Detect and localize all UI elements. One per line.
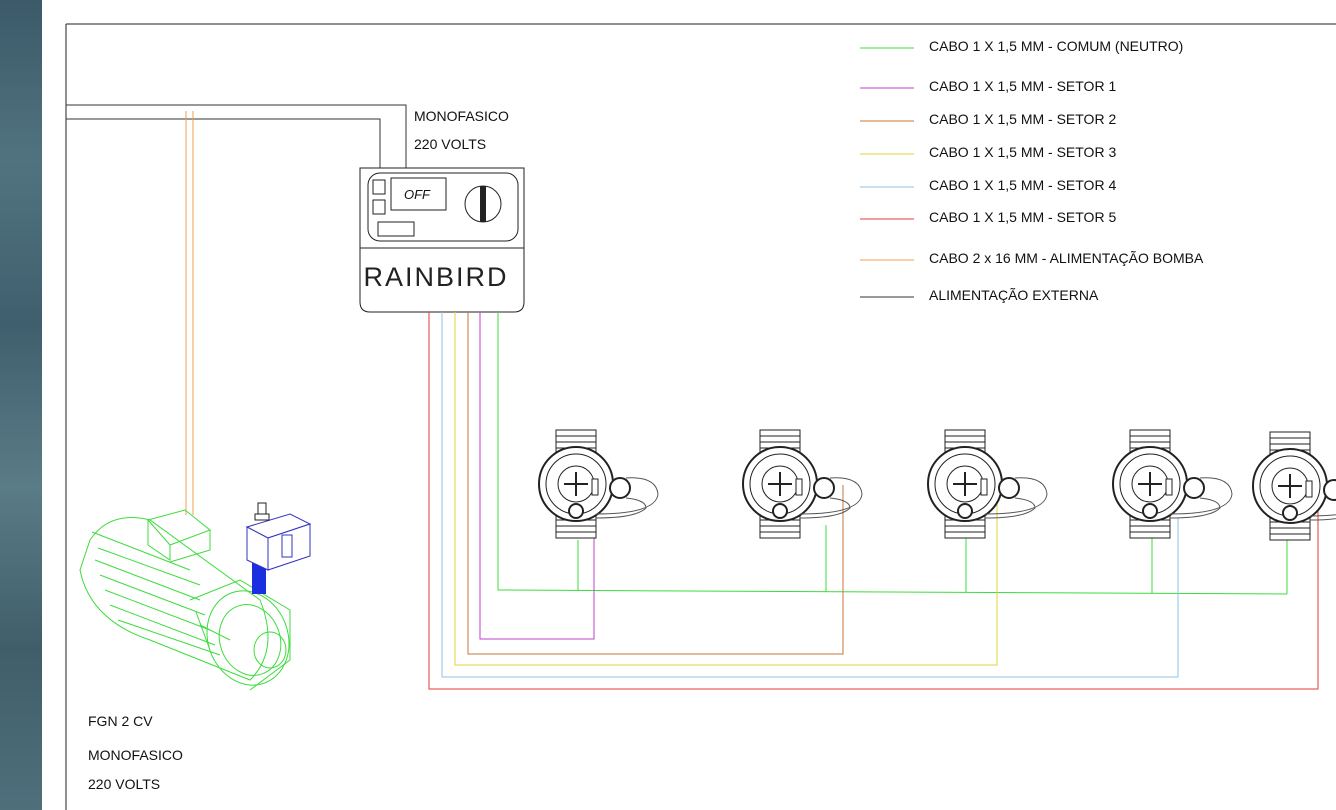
power-label-voltage: 220 VOLTS: [414, 136, 486, 152]
legend-item-external: ALIMENTAÇÃO EXTERNA: [929, 287, 1099, 303]
wire-sector-2: [467, 312, 844, 655]
wire-sector-4: [441, 312, 1179, 678]
legend-item-sector-3: CABO 1 X 1,5 MM - SETOR 3: [929, 144, 1116, 160]
pump-motor: [79, 509, 291, 691]
controller-display-text: OFF: [404, 187, 431, 202]
legend-item-common: CABO 1 X 1,5 MM - COMUM (NEUTRO): [929, 38, 1183, 54]
rainbird-controller: OFF RAINBIRD: [359, 167, 525, 313]
power-label-phase: MONOFASICO: [414, 108, 509, 124]
wire-sector-1: [479, 312, 595, 640]
legend-item-sector-1: CABO 1 X 1,5 MM - SETOR 1: [929, 78, 1116, 94]
legend: CABO 1 X 1,5 MM - COMUM (NEUTRO) CABO 1 …: [860, 38, 1204, 303]
valve-5: [1252, 431, 1336, 541]
valve-1: [538, 429, 659, 539]
pressure-switch: [245, 502, 312, 594]
pump-voltage-label: 220 VOLTS: [88, 776, 160, 792]
sector-wires: [428, 312, 1319, 690]
wire-sector-5: [428, 312, 1319, 690]
legend-item-sector-4: CABO 1 X 1,5 MM - SETOR 4: [929, 177, 1116, 193]
pump-model-label: FGN 2 CV: [88, 713, 153, 729]
valve-4: [1112, 429, 1233, 539]
pump-feed-wires: [185, 111, 194, 515]
legend-item-pump-feed: CABO 2 x 16 MM - ALIMENTAÇÃO BOMBA: [929, 250, 1204, 266]
controller-brand: RAINBIRD: [363, 262, 508, 292]
valve-2: [742, 429, 863, 539]
wire-sector-3: [454, 312, 998, 666]
external-supply-wires: [66, 104, 407, 168]
valve-3: [927, 429, 1048, 539]
legend-item-sector-5: CABO 1 X 1,5 MM - SETOR 5: [929, 209, 1116, 225]
legend-item-sector-2: CABO 1 X 1,5 MM - SETOR 2: [929, 111, 1116, 127]
wire-common: [497, 312, 1288, 595]
pump-phase-label: MONOFASICO: [88, 747, 183, 763]
left-background-strip: [0, 0, 42, 810]
